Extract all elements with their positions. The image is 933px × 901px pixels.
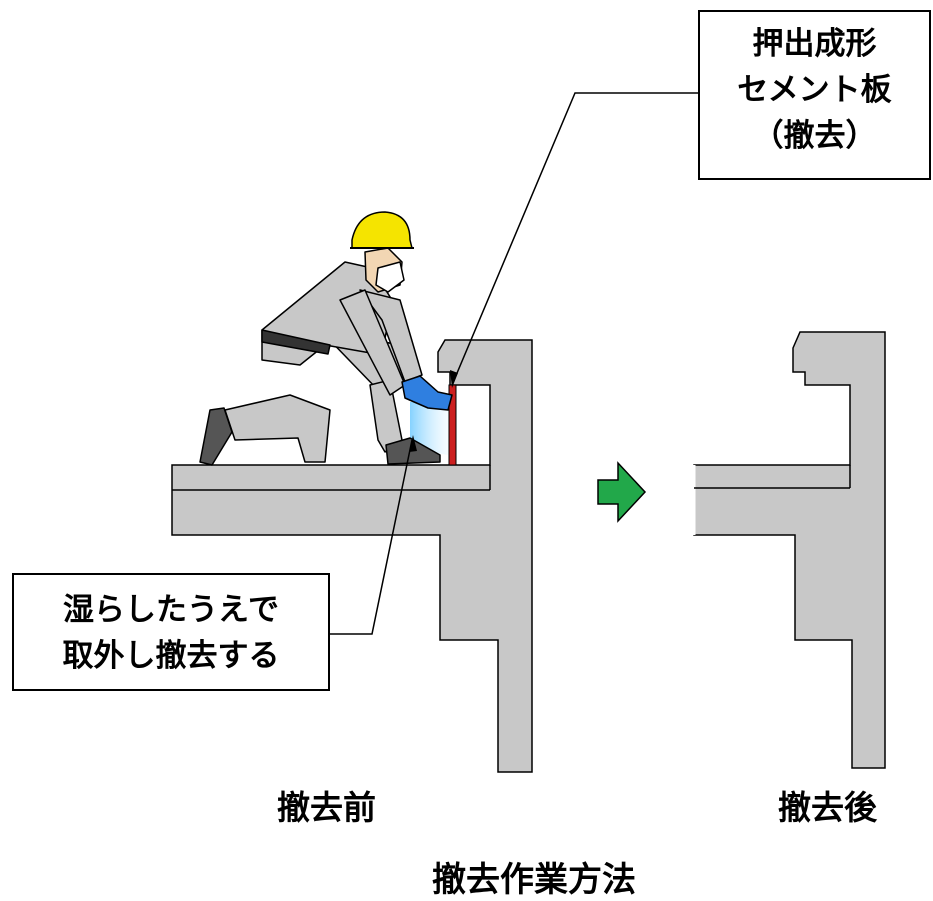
- structure-after: [692, 331, 886, 769]
- board-callout-line-1: 押出成形: [752, 26, 877, 62]
- structure-before-wall: [171, 339, 533, 773]
- after-label: 撤去後: [778, 788, 877, 827]
- structure-before: [171, 339, 533, 773]
- method-leader-arrowhead: [409, 435, 417, 452]
- method-callout: 湿らしたうえで 取外し撤去する: [12, 573, 330, 691]
- method-callout-line-2: 取外し撤去する: [62, 638, 280, 674]
- diagram-title: 撤去作業方法: [432, 860, 636, 900]
- method-leader-line: [330, 439, 413, 635]
- board-callout-line-2: セメント板: [737, 72, 892, 108]
- water-spray: [410, 398, 448, 455]
- board-leader-arrowhead: [450, 370, 458, 388]
- worker-icon: [199, 211, 453, 466]
- structure-after-wall: [693, 331, 886, 769]
- method-callout-line-1: 湿らしたうえで: [62, 592, 280, 628]
- before-label: 撤去前: [277, 788, 376, 827]
- board-callout: 押出成形 セメント板 （撤去）: [698, 10, 931, 180]
- board-callout-line-3: （撤去）: [752, 118, 877, 154]
- right-arrow-icon: [597, 461, 647, 523]
- helmet: [351, 211, 413, 249]
- board-leader-line: [451, 92, 698, 386]
